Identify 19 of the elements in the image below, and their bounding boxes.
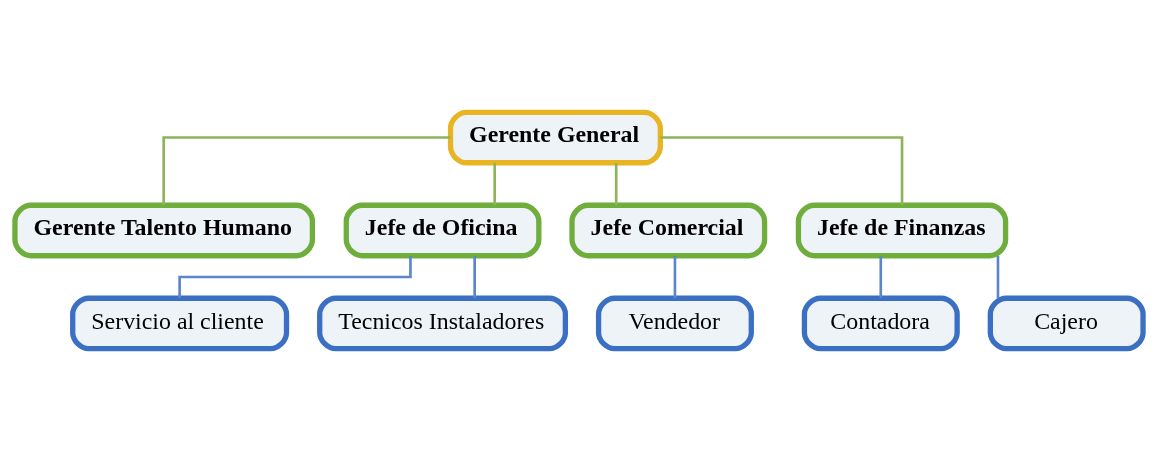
connector <box>178 255 412 298</box>
node-box: Vendedor <box>595 295 754 351</box>
connector <box>614 162 618 205</box>
node-box: Jefe de Oficina <box>343 202 542 258</box>
connector <box>879 255 883 298</box>
node-box: Jefe de Finanzas <box>795 202 1009 258</box>
connector <box>673 255 677 298</box>
connector <box>996 255 1000 298</box>
connector <box>493 162 496 205</box>
node-box: Tecnicos Instaladores <box>317 295 569 351</box>
connector <box>162 135 451 205</box>
node-box: Servicio al cliente <box>70 295 290 351</box>
node-box: Gerente Talento Humano <box>12 202 316 258</box>
connector <box>473 255 476 298</box>
node-box: Contadora <box>801 295 960 351</box>
connector <box>660 135 904 205</box>
node-box: Gerente General <box>447 109 663 165</box>
node-box: Jefe Comercial <box>569 202 768 258</box>
node-box: Cajero <box>987 295 1146 351</box>
